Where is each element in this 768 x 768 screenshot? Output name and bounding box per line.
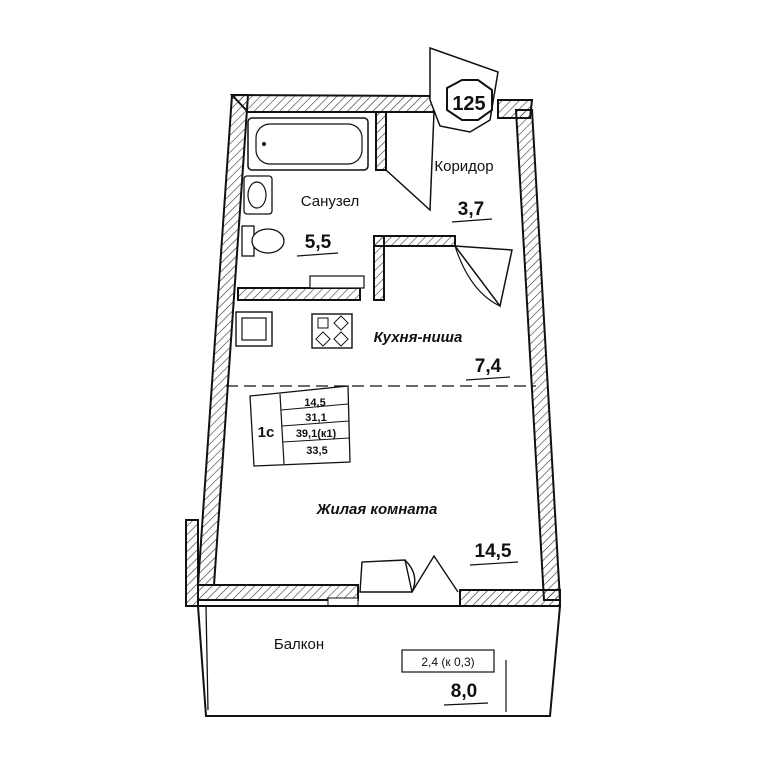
bathroom-area-underline xyxy=(296,252,339,257)
summary-rooms-code: 1с xyxy=(258,424,275,441)
kitchen-sink-bowl xyxy=(241,317,267,341)
summary-table-split xyxy=(279,393,285,465)
balcony-area: 8,0 xyxy=(451,681,477,702)
walls xyxy=(185,93,562,607)
summary-table-row-3 xyxy=(282,437,350,443)
bathroom-sink-bowl xyxy=(247,181,267,209)
balcony-outline xyxy=(196,605,562,717)
kitchen-area: 7,4 xyxy=(475,356,502,377)
bathtub-drain xyxy=(262,142,266,146)
wall-balcony-left xyxy=(185,519,199,607)
balcony-name: Балкон xyxy=(274,636,324,653)
balcony-door xyxy=(359,559,413,593)
bathroom-cabinet xyxy=(309,275,365,289)
door-swing-corridor xyxy=(453,245,513,308)
balcony-rail xyxy=(205,605,209,711)
kitchen: Кухня-ниша 7,4 xyxy=(226,311,536,387)
stove-burner-3 xyxy=(315,331,331,347)
summary-area-with-balcony: 39,1(к1) xyxy=(296,428,337,440)
stove-burner-2 xyxy=(333,315,349,331)
corridor-area: 3,7 xyxy=(458,199,484,220)
corridor-name: Коридор xyxy=(434,158,493,175)
living-room-area: 14,5 xyxy=(475,541,512,562)
summary-total-area: 31,1 xyxy=(305,412,326,424)
wall-bottom-right xyxy=(459,589,561,607)
wall-bath-top-v xyxy=(375,111,387,171)
balcony: Балкон 2,4 (к 0,3) 8,0 xyxy=(196,605,562,717)
balcony-door-leaf xyxy=(404,554,459,593)
balcony-area-underline xyxy=(443,702,489,706)
wall-right xyxy=(514,109,562,601)
summary-reduced-area: 33,5 xyxy=(306,445,327,457)
apartment-octagon xyxy=(446,79,493,121)
kitchen-area-underline xyxy=(465,376,511,381)
summary-table-row-2 xyxy=(281,420,350,427)
bathroom-area: 5,5 xyxy=(305,232,332,253)
summary-table-row-1 xyxy=(280,403,349,411)
corridor: 125 Коридор 3,7 xyxy=(385,46,513,308)
toilet-bowl xyxy=(251,228,285,254)
bathtub-inner xyxy=(255,123,363,165)
door-arc-corridor xyxy=(454,245,501,307)
stove-burner-4 xyxy=(333,331,349,347)
balcony-threshold xyxy=(327,597,359,607)
corridor-area-underline xyxy=(451,218,493,223)
apartment-number: 125 xyxy=(452,93,485,115)
summary-table: 1с 14,5 31,1 39,1(к1) 33,5 xyxy=(249,385,351,467)
bathroom-name: Санузел xyxy=(301,193,359,210)
balcony-note-box xyxy=(401,649,495,673)
wall-bath-bottom xyxy=(237,287,361,301)
wall-bath-step xyxy=(373,235,456,247)
living-room-name: Жилая комната xyxy=(316,501,438,518)
living-room-area-underline xyxy=(469,561,519,566)
balcony-note: 2,4 (к 0,3) xyxy=(421,655,474,669)
wall-top-left xyxy=(229,93,435,113)
summary-living-area: 14,5 xyxy=(304,397,325,409)
stove-burner-1 xyxy=(317,317,329,329)
kitchen-name: Кухня-ниша xyxy=(374,329,463,346)
door-swing-entrance xyxy=(385,111,435,212)
bathroom: Санузел 5,5 xyxy=(241,117,369,289)
